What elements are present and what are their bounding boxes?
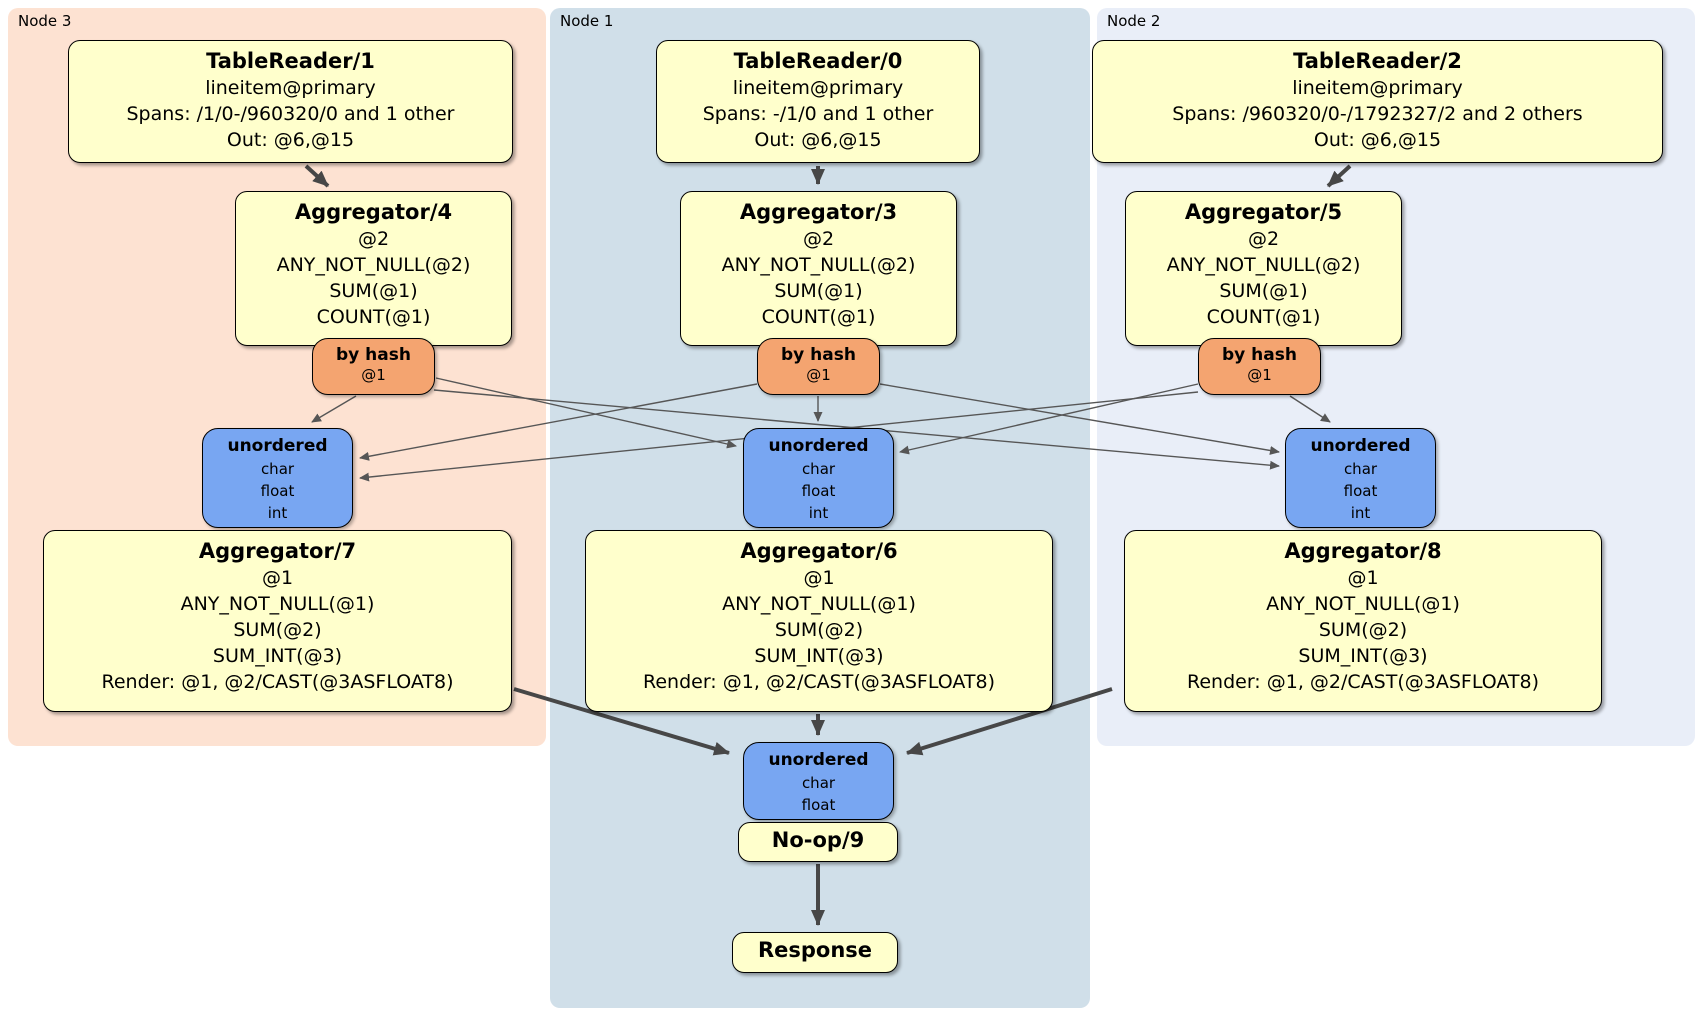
processor-title: TableReader/0 (733, 49, 903, 73)
node2-label: Node 2 (1107, 12, 1161, 30)
hash-router-node1: by hash @1 (757, 338, 880, 395)
index-label: lineitem@primary (205, 77, 376, 99)
node3-label: Node 3 (18, 12, 72, 30)
out-label: Out: @6,@15 (754, 129, 882, 151)
agg-fn: SUM(@2) (1318, 619, 1408, 641)
router-title: by hash (781, 345, 856, 365)
edge-routerL-syncM (435, 377, 737, 449)
agg-fn: ANY_NOT_NULL(@2) (1166, 254, 1361, 276)
hash-router-node3: by hash @1 (312, 338, 435, 395)
sync-title: unordered (768, 436, 869, 456)
node1-label: Node 1 (560, 12, 614, 30)
agg-fn: ANY_NOT_NULL(@1) (722, 593, 916, 615)
arrow-agg8-sync (906, 687, 1113, 756)
sync-stream: float (1343, 482, 1378, 500)
agg-fn: COUNT(@1) (1206, 306, 1321, 328)
router-arg: @1 (806, 366, 831, 384)
agg-fn: SUM_INT(@3) (1298, 645, 1428, 667)
sync-title: unordered (227, 436, 328, 456)
router-arg: @1 (1247, 366, 1272, 384)
sync-stream: int (808, 504, 829, 522)
agg-fn: SUM(@1) (774, 280, 863, 302)
processor-title: Aggregator/3 (739, 200, 898, 224)
agg-fn: SUM_INT(@3) (212, 645, 343, 667)
group-label: @1 (261, 567, 294, 589)
agg-fn: SUM(@1) (329, 280, 418, 302)
edge-routerM-syncL (359, 383, 758, 461)
sync-stream: float (801, 796, 836, 814)
arrow-tr1-agg4 (304, 164, 330, 188)
spans-label: Spans: -/1/0 and 1 other (702, 103, 934, 125)
unordered-sync-node1: unordered char float int (743, 428, 894, 528)
sync-stream: int (267, 504, 288, 522)
aggregator-3-box: Aggregator/3 @2 ANY_NOT_NULL(@2) SUM(@1)… (680, 191, 957, 346)
aggregator-7-box: Aggregator/7 @1 ANY_NOT_NULL(@1) SUM(@2)… (43, 530, 512, 712)
processor-title: TableReader/2 (1293, 49, 1462, 73)
out-label: Out: @6,@15 (1313, 129, 1442, 151)
processor-title: TableReader/1 (206, 49, 375, 73)
processor-title: Response (757, 938, 873, 962)
processor-title: Aggregator/4 (294, 200, 453, 224)
aggregator-4-box: Aggregator/4 @2 ANY_NOT_NULL(@2) SUM(@1)… (235, 191, 512, 346)
spans-label: Spans: /960320/0-/1792327/2 and 2 others (1172, 103, 1583, 125)
group-label: @2 (802, 228, 835, 250)
sync-stream: float (260, 482, 295, 500)
router-arg: @1 (361, 366, 386, 384)
hash-router-node2: by hash @1 (1198, 338, 1321, 395)
noop-9-box: No-op/9 (738, 822, 898, 862)
edge-routerR-syncR (1289, 395, 1331, 423)
sync-title: unordered (1310, 436, 1411, 456)
agg-fn: SUM(@1) (1219, 280, 1308, 302)
render-label: Render: @1, @2/CAST(@3ASFLOAT8) (101, 671, 454, 693)
tablereader-2-box: TableReader/2 lineitem@primary Spans: /9… (1092, 40, 1663, 163)
unordered-sync-node3: unordered char float int (202, 428, 353, 528)
edge-routerL-syncL (311, 395, 357, 423)
tablereader-1-box: TableReader/1 lineitem@primary Spans: /1… (68, 40, 513, 163)
processor-title: Aggregator/6 (740, 539, 898, 563)
sync-stream: char (801, 774, 836, 792)
unordered-sync-final: unordered char float (743, 742, 894, 820)
agg-fn: SUM(@2) (233, 619, 322, 641)
processor-title: Aggregator/5 (1184, 200, 1343, 224)
sync-stream: char (801, 460, 836, 478)
aggregator-6-box: Aggregator/6 @1 ANY_NOT_NULL(@1) SUM(@2)… (585, 530, 1053, 712)
spans-label: Spans: /1/0-/960320/0 and 1 other (126, 103, 455, 125)
arrow-agg7-sync (513, 687, 730, 756)
agg-fn: ANY_NOT_NULL(@2) (276, 254, 471, 276)
tablereader-0-box: TableReader/0 lineitem@primary Spans: -/… (656, 40, 980, 163)
router-title: by hash (336, 345, 411, 365)
router-title: by hash (1222, 345, 1297, 365)
aggregator-8-box: Aggregator/8 @1 ANY_NOT_NULL(@1) SUM(@2)… (1124, 530, 1602, 712)
unordered-sync-node2: unordered char float int (1285, 428, 1436, 528)
sync-stream: float (801, 482, 836, 500)
edge-routerM-syncR (879, 383, 1280, 455)
agg-fn: ANY_NOT_NULL(@2) (721, 254, 916, 276)
aggregator-5-box: Aggregator/5 @2 ANY_NOT_NULL(@2) SUM(@1)… (1125, 191, 1402, 346)
agg-fn: SUM_INT(@3) (754, 645, 884, 667)
agg-fn: ANY_NOT_NULL(@1) (1266, 593, 1460, 615)
sync-title: unordered (768, 750, 869, 770)
agg-fn: ANY_NOT_NULL(@1) (180, 593, 375, 615)
group-label: @1 (803, 567, 835, 589)
out-label: Out: @6,@15 (226, 129, 355, 151)
index-label: lineitem@primary (732, 77, 904, 99)
agg-fn: SUM(@2) (774, 619, 864, 641)
agg-fn: COUNT(@1) (316, 306, 431, 328)
agg-fn: COUNT(@1) (761, 306, 876, 328)
group-label: @2 (357, 228, 390, 250)
edge-routerR-syncM (899, 383, 1199, 455)
processor-title: Aggregator/8 (1284, 539, 1442, 563)
sync-stream: int (1350, 504, 1371, 522)
arrow-tr2-agg5 (1326, 164, 1352, 188)
processor-title: No-op/9 (771, 828, 865, 852)
sync-stream: char (1343, 460, 1378, 478)
render-label: Render: @1, @2/CAST(@3ASFLOAT8) (643, 671, 995, 693)
sync-stream: char (260, 460, 295, 478)
render-label: Render: @1, @2/CAST(@3ASFLOAT8) (1187, 671, 1539, 693)
group-label: @2 (1247, 228, 1280, 250)
index-label: lineitem@primary (1292, 77, 1463, 99)
group-label: @1 (1347, 567, 1379, 589)
response-box: Response (732, 932, 898, 973)
processor-title: Aggregator/7 (198, 539, 357, 563)
